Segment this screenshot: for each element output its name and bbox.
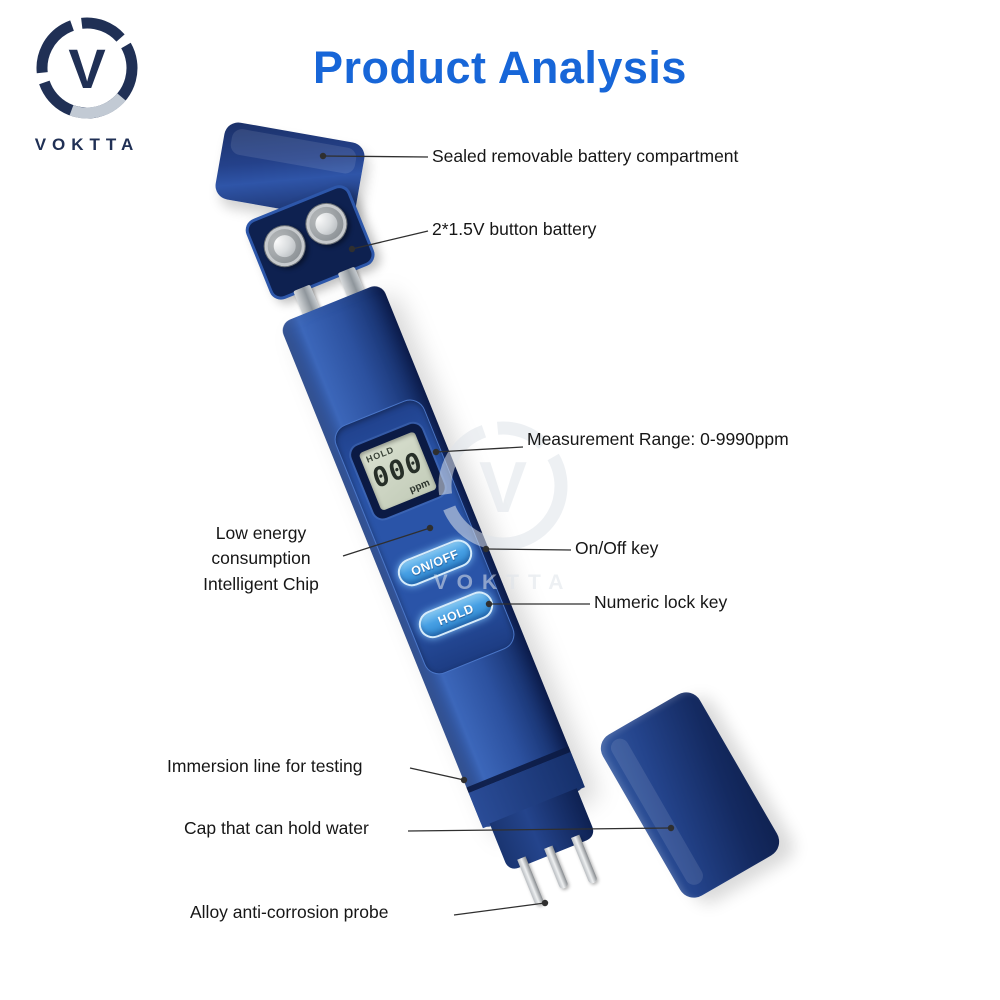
label-low-energy-line-3: Intelligent Chip <box>203 573 319 594</box>
logo-letter: V <box>68 37 105 100</box>
logo-ring-accent <box>36 17 138 119</box>
brand-logo-icon: V <box>36 17 138 119</box>
logo-inner-circle <box>49 30 125 106</box>
brand-logo: V VOKTTA <box>22 8 152 155</box>
label-low-energy-line-1: Low energy <box>215 523 307 543</box>
probe-pin-left <box>517 856 545 907</box>
label-low-energy-chip: Low energy consumption Intelligent Chip <box>180 521 342 597</box>
hold-button-label: HOLD <box>436 601 476 629</box>
label-on-off-key: On/Off key <box>575 538 659 558</box>
lcd-screen: HOLD 000 ppm <box>358 431 438 512</box>
protective-cap <box>595 686 785 904</box>
battery-cover-highlight <box>229 127 358 176</box>
watermark-letter: V <box>479 448 527 528</box>
protective-cap-highlight <box>607 735 707 889</box>
label-numeric-lock-key: Numeric lock key <box>594 592 728 612</box>
label-low-energy-line-2: consumption <box>211 548 311 569</box>
label-battery-compartment: Sealed removable battery compartment <box>432 146 739 166</box>
label-cap: Cap that can hold water <box>184 818 369 838</box>
probe-pin-right <box>570 834 599 885</box>
label-probe: Alloy anti-corrosion probe <box>190 902 389 922</box>
brand-name: VOKTTA <box>34 135 140 154</box>
label-immersion-line: Immersion line for testing <box>167 756 363 776</box>
label-button-battery: 2*1.5V button battery <box>432 219 597 239</box>
label-measurement-range: Measurement Range: 0-9990ppm <box>527 429 789 449</box>
page-title: Product Analysis <box>313 42 687 93</box>
